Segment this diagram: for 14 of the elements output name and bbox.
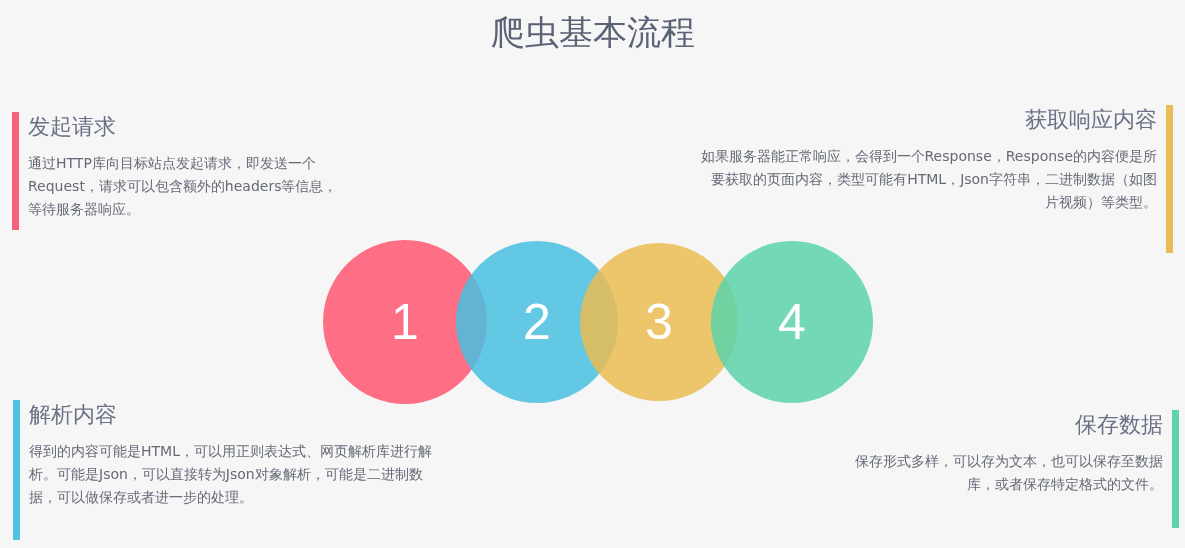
panel-description: 如果服务器能正常响应，会得到一个Response，Response的内容便是所要获取的页面内容，类型可能有HTML，Json字符串，二进制数据（如图片视频）等类型。 xyxy=(700,147,1157,212)
panel-description: 通过HTTP库向目标站点发起请求，即发送一个Request，请求可以包含额外的headers等信息，等待服务器响应。 xyxy=(28,154,339,219)
panel-heading: 保存数据 xyxy=(1074,411,1163,439)
step-number: 4 xyxy=(778,293,806,351)
step-number: 1 xyxy=(391,293,419,351)
panel-heading: 解析内容 xyxy=(29,401,118,429)
step-number: 3 xyxy=(645,293,673,351)
step-number: 2 xyxy=(523,293,551,351)
text-panel xyxy=(13,400,433,540)
panel-heading: 获取响应内容 xyxy=(1024,106,1157,134)
panel-description: 得到的内容可能是HTML，可以用正则表达式、网页解析库进行解析。可能是Json，可以直接转为Json对象解析，可能是二进制数据，可以做保存或者进一步的处理。 xyxy=(29,442,433,507)
panel-description: 保存形式多样，可以存为文本，也可以保存至数据库，或者保存特定格式的文件。 xyxy=(854,452,1163,494)
panel-heading: 发起请求 xyxy=(28,113,117,141)
title: 爬虫基本流程 xyxy=(489,11,696,54)
